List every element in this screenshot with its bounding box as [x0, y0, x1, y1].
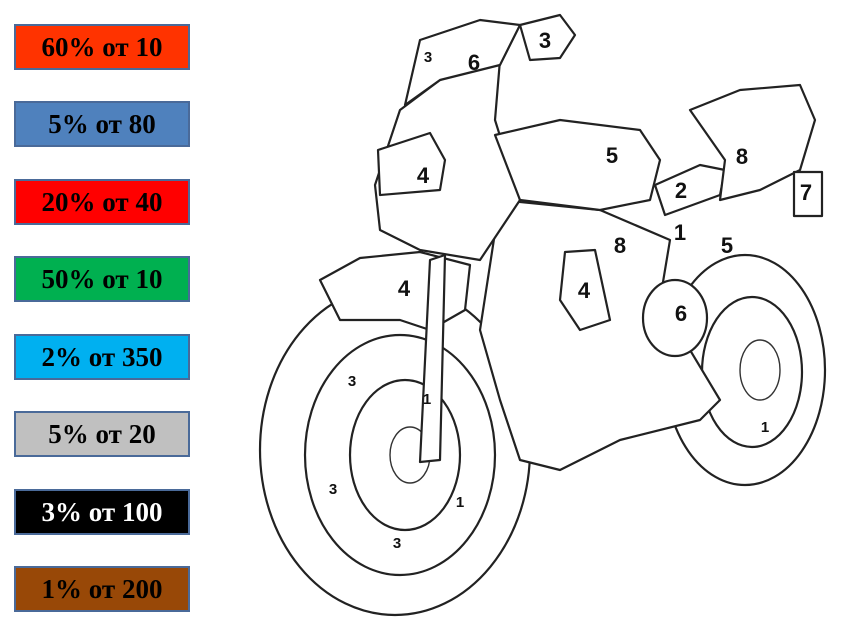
region-numbers: 3 6 3 4 5 8 2 7 1 8 5 4 4 6 3 1 1 3 1 3 [329, 28, 812, 552]
region-number: 2 [675, 178, 687, 203]
region-number: 8 [736, 144, 748, 169]
color-key-8[interactable]: 1% от 200 [14, 566, 190, 612]
region-number: 7 [800, 180, 812, 205]
color-key-7[interactable]: 3% от 100 [14, 489, 190, 535]
color-key-2[interactable]: 5% от 80 [14, 101, 190, 147]
region-number: 5 [721, 233, 733, 258]
color-key-1[interactable]: 60% от 10 [14, 24, 190, 70]
fork[interactable] [418, 253, 447, 464]
rear-rim[interactable] [700, 295, 804, 449]
headlight-panel[interactable] [376, 131, 447, 197]
region-number: 3 [329, 481, 337, 498]
side-panel[interactable] [558, 248, 612, 332]
region-number: 1 [423, 391, 431, 408]
region-number: 1 [761, 419, 769, 436]
color-key-4[interactable]: 50% от 10 [14, 256, 190, 302]
tail-section[interactable] [688, 83, 817, 202]
color-key-3[interactable]: 20% от 40 [14, 179, 190, 225]
region-number: 5 [606, 143, 618, 168]
seat[interactable] [653, 163, 727, 217]
region-number: 6 [675, 301, 687, 326]
region-number: 3 [539, 28, 551, 53]
region-number: 1 [674, 220, 686, 245]
license-plate[interactable] [792, 170, 824, 218]
color-key-6[interactable]: 5% от 20 [14, 411, 190, 457]
region-number: 1 [456, 494, 464, 511]
region-number: 3 [393, 535, 401, 552]
region-number: 4 [578, 278, 591, 303]
front-fender[interactable] [318, 250, 472, 332]
motorcycle-coloring-picture: 3 6 3 4 5 8 2 7 1 8 5 4 4 6 3 1 1 3 1 3 [258, 13, 827, 617]
fuel-tank[interactable] [493, 118, 662, 212]
region-number: 3 [348, 373, 356, 390]
color-key-5[interactable]: 2% от 350 [14, 334, 190, 380]
brake-disc[interactable] [348, 378, 462, 532]
region-number: 4 [417, 163, 430, 188]
mirror[interactable] [518, 13, 577, 62]
region-number: 8 [614, 233, 626, 258]
region-number: 4 [398, 276, 411, 301]
region-number: 6 [468, 50, 480, 75]
region-number: 3 [424, 49, 432, 66]
engine-cover[interactable] [641, 278, 709, 358]
